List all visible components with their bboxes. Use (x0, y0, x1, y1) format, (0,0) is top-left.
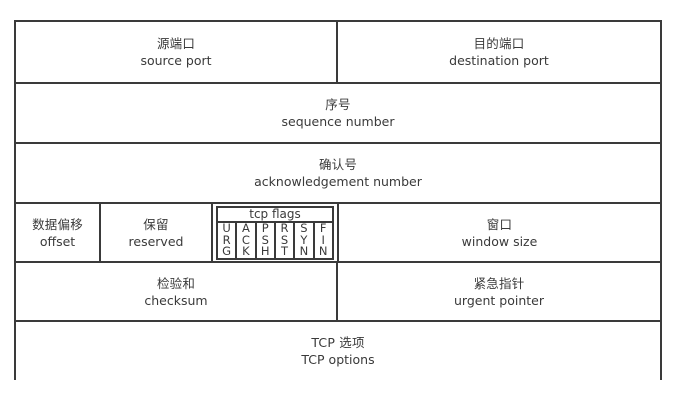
flag-psh: P S H (257, 221, 276, 258)
field-source-port: 源端口 source port (16, 22, 338, 82)
field-source-port-label-en: source port (140, 53, 212, 68)
flag-psh-letter-2: S (261, 232, 270, 247)
flag-urg-letter-3: G (222, 244, 232, 258)
field-sequence-number-label-cn: 序号 (325, 97, 351, 112)
flag-syn-letter-3: N (299, 244, 309, 258)
tcp-flags-title: tcp flags (216, 206, 334, 221)
field-tcp-options-label-cn: TCP 选项 (311, 335, 365, 350)
flag-fin-letter-1: F (319, 221, 327, 235)
flag-rst-letter-3: T (281, 244, 289, 258)
field-data-offset-label-en: offset (39, 233, 76, 249)
field-destination-port-label-cn: 目的端口 (473, 36, 525, 51)
flag-rst: R S T (276, 221, 296, 258)
flag-urg-letter-2: R (222, 232, 231, 247)
field-urgent-pointer-label-en: urgent pointer (454, 292, 544, 308)
flag-fin: F I N (315, 221, 332, 258)
field-sequence-number-label-en: sequence number (281, 114, 395, 129)
field-data-offset-label-cn: 数据偏移 (32, 216, 83, 232)
field-checksum: 检验和 checksum (16, 263, 338, 320)
flag-ack: A C K (237, 221, 257, 258)
flag-urg-letter-1: U (222, 221, 231, 235)
field-source-port-label-cn: 源端口 (156, 36, 196, 51)
field-acknowledgement-number-label-en: acknowledgement number (254, 174, 422, 189)
field-acknowledgement-number: 确认号 acknowledgement number (16, 144, 660, 202)
tcp-header-diagram: 源端口 source port 目的端口 destination port 序号… (14, 20, 662, 380)
flag-syn-letter-2: Y (300, 232, 308, 247)
flag-syn-letter-1: S (300, 221, 308, 235)
flag-psh-letter-1: P (261, 221, 269, 235)
field-destination-port-label-en: destination port (449, 53, 549, 68)
field-reserved-label-en: reserved (128, 233, 184, 249)
field-window-size-label-cn: 窗口 (486, 216, 513, 232)
flag-fin-letter-2: I (321, 232, 326, 247)
flag-rst-letter-2: S (280, 232, 289, 247)
field-urgent-pointer: 紧急指针 urgent pointer (338, 263, 660, 320)
tcp-flags-cells: U R G A C K P S H R S T (216, 221, 334, 260)
header-row-acknowledgement: 确认号 acknowledgement number (16, 144, 660, 204)
header-row-checksum: 检验和 checksum 紧急指针 urgent pointer (16, 263, 660, 322)
header-row-sequence: 序号 sequence number (16, 84, 660, 144)
field-window-size: 窗口 window size (339, 204, 660, 261)
field-tcp-options: TCP 选项 TCP options (16, 322, 660, 380)
flag-syn: S Y N (295, 221, 315, 258)
header-row-options: TCP 选项 TCP options (16, 322, 660, 380)
flag-ack-letter-2: C (241, 232, 251, 247)
field-window-size-label-en: window size (461, 233, 538, 249)
field-destination-port: 目的端口 destination port (338, 22, 660, 82)
field-checksum-label-cn: 检验和 (156, 275, 196, 291)
field-tcp-flags: tcp flags U R G A C K P S H R (213, 204, 339, 261)
flag-rst-letter-1: R (280, 221, 289, 235)
field-data-offset: 数据偏移 offset (16, 204, 101, 261)
field-sequence-number: 序号 sequence number (16, 84, 660, 142)
flag-ack-letter-1: A (241, 221, 251, 235)
flag-urg: U R G (218, 221, 238, 258)
field-urgent-pointer-label-cn: 紧急指针 (473, 275, 525, 291)
field-tcp-options-label-en: TCP options (301, 352, 375, 367)
field-acknowledgement-number-label-cn: 确认号 (318, 157, 358, 172)
field-checksum-label-en: checksum (144, 292, 208, 308)
header-row-ports: 源端口 source port 目的端口 destination port (16, 22, 660, 84)
flag-psh-letter-3: H (260, 244, 270, 258)
header-row-flags: 数据偏移 offset 保留 reserved tcp flags U R G … (16, 204, 660, 263)
flag-ack-letter-3: K (242, 244, 250, 258)
field-reserved-label-cn: 保留 (143, 216, 169, 232)
field-reserved: 保留 reserved (101, 204, 213, 261)
flag-fin-letter-3: N (318, 244, 328, 258)
